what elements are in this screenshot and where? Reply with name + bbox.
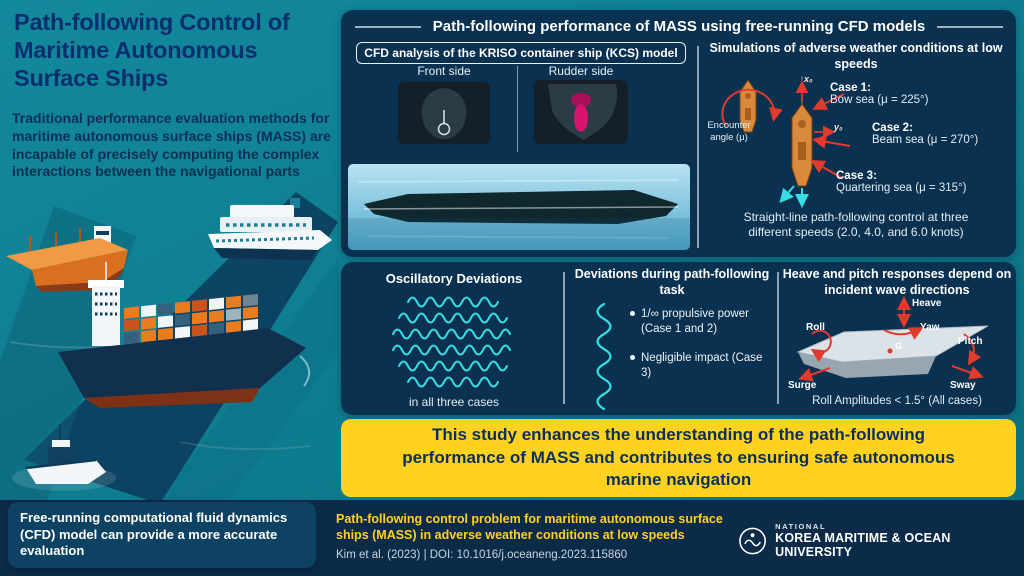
bullet-dot [630,354,635,360]
deviations-heading: Deviations during path-following task [574,267,770,297]
case-1-name: Case 1: [830,82,871,94]
encounter-angle-arrow [721,88,783,127]
sim-illustration [721,76,851,212]
ship-motions-diagram [796,296,989,382]
results-divider-1 [563,272,565,404]
surge-arrow [798,367,831,382]
roll-label: Roll [806,322,825,333]
heave-label: Heave [912,298,942,309]
top-panel-header: Path-following performance of MASS using… [355,18,1003,35]
sim-note: Straight-line path-following control at … [743,210,969,239]
header-line-right [937,25,1003,28]
bullet-item: 1/∞ propulsive power (Case 1 and 2) [630,307,772,337]
cruise-ship [208,198,332,260]
university-name: KOREA MARITIME & OCEAN UNIVERSITY [775,531,951,559]
heave-pitch-caption: Roll Amplitudes < 1.5° (All cases) [812,395,982,407]
bullet-text-2: Negligible impact (Case 3) [641,351,763,379]
cfd-note-box: Free-running computational fluid dynamic… [8,502,316,568]
case-1-desc: Bow sea (μ = 225°) [830,94,929,106]
rudder-side-image [534,80,628,144]
results-divider-2 [777,272,779,404]
oscillatory-caption: in all three cases [408,395,500,409]
oscillatory-heading: Oscillatory Deviations [385,271,523,286]
x-axis-label: x₀ [804,74,813,84]
bullet-item: Negligible impact (Case 3) [630,351,772,381]
case-2: Case 2: Beam sea (μ = 270°) [872,122,1014,146]
cfd-note-text: Free-running computational fluid dynamic… [20,510,288,559]
container-stack [124,293,258,344]
case-2-name: Case 2: [872,122,913,134]
g-label: G [895,341,903,351]
conclusion-text: This study enhances the understanding of… [402,425,955,490]
conclusion-banner: This study enhances the understanding of… [341,419,1016,497]
ships-illustration [0,192,338,504]
university-text: NATIONAL KOREA MARITIME & OCEAN UNIVERSI… [775,522,1024,559]
heave-pitch-heading: Heave and pitch responses depend on inci… [782,267,1012,297]
cfd-mini-divider [517,66,518,152]
case-3-desc: Quartering sea (μ = 315°) [836,182,967,194]
container-ship [58,262,311,408]
drift-arrow [779,185,795,204]
cfd-water-render [348,164,690,250]
cfd-heading: CFD analysis of the KRISO container ship… [356,42,686,64]
sim-heading: Simulations of adverse weather condition… [709,41,1003,71]
university-national: NATIONAL [775,522,827,531]
mass-ship [791,103,813,187]
kcs-hull-silhouette [364,190,678,224]
yaw-arrow [883,327,924,340]
vertical-waveform [596,302,612,410]
sway-label: Sway [950,380,976,391]
y-axis-label: y₀ [834,122,843,132]
citation-doi: Kim et al. (2023) | DOI: 10.1016/j.ocean… [336,549,628,561]
university-logo [739,527,766,554]
paper-title: Path-following control problem for marit… [336,512,723,543]
surge-label: Surge [788,380,817,391]
case2-wave-arrow [812,134,851,149]
rudder-side-label: Rudder side [548,64,614,78]
pitch-label: Pitch [958,336,983,347]
yaw-label: Yaw [920,322,940,333]
top-panel-title: Path-following performance of MASS using… [432,18,926,35]
bullet-dot [630,311,635,316]
front-side-image [398,82,490,144]
oscillation-waveform [392,296,511,388]
top-panel-divider [697,46,699,248]
sway-arrow [951,365,984,380]
page-title: Path-following Control of Maritime Auton… [14,9,290,92]
case-1: Case 1: Bow sea (μ = 225°) [830,82,1012,106]
deviations-bullets: 1/∞ propulsive power (Case 1 and 2) Negl… [630,307,772,395]
roll-arrow [810,329,832,363]
case1-wave-arrow [812,93,845,110]
small-boat [12,424,116,491]
header-line-left [355,25,421,28]
pitch-arrow [963,333,982,366]
encounter-angle-label: Encounter angle (μ) [707,120,751,143]
university-block: NATIONAL KOREA MARITIME & OCEAN UNIVERSI… [738,522,1024,559]
case-3: Case 3: Quartering sea (μ = 315°) [836,170,1016,194]
front-side-label: Front side [417,64,471,78]
intro-text: Traditional performance evaluation metho… [12,110,331,180]
encounter-ship [739,79,757,133]
center-of-gravity-dot [887,348,893,354]
case3-wave-arrow [810,160,843,179]
bullet-text-1: 1/∞ propulsive power (Case 1 and 2) [641,308,749,335]
case-3-name: Case 3: [836,170,877,182]
case-2-desc: Beam sea (μ = 270°) [872,134,979,146]
